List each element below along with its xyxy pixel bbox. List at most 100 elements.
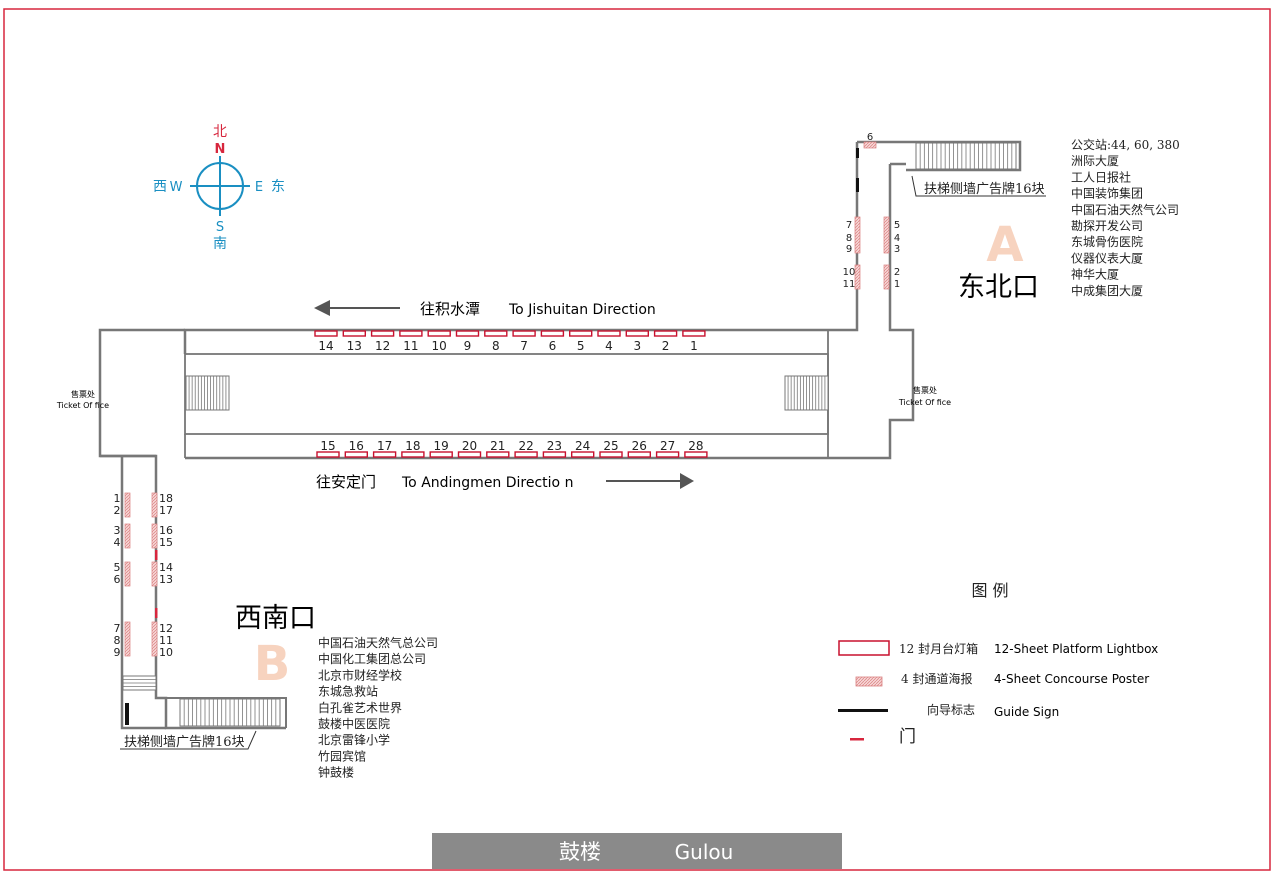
lightbox-number: 1 — [690, 339, 698, 353]
door-marker — [155, 608, 158, 618]
platform-lightbox — [597, 330, 621, 337]
poster-number: 5 — [114, 561, 121, 574]
platform-lightbox — [457, 451, 482, 458]
lightbox-number: 18 — [405, 439, 420, 453]
escalator-b — [179, 698, 281, 727]
arrowhead-right-icon — [680, 473, 694, 489]
doors — [155, 550, 158, 618]
lightbox-number: 10 — [432, 339, 447, 353]
lightbox-number: 3 — [633, 339, 641, 353]
lightbox-number: 4 — [605, 339, 613, 353]
nearby-place: 工人日报社 — [1071, 169, 1131, 184]
escalator-label-b: 扶梯侧墙广告牌16块 — [124, 734, 245, 750]
lightbox-number: 7 — [520, 339, 528, 353]
lightbox-number: 11 — [403, 339, 418, 353]
lightbox-number: 21 — [490, 439, 505, 453]
ticket-office-en: Ticket Of fice — [898, 398, 951, 407]
platform-lightbox — [653, 330, 678, 337]
lightbox-number: 9 — [464, 339, 472, 353]
lightbox-number: 5 — [577, 339, 585, 353]
poster-number: 9 — [846, 244, 852, 255]
poster-number: 7 — [846, 220, 852, 231]
exit-b-name: 西南口 — [235, 603, 316, 634]
nearby-place: 神华大厦 — [1071, 268, 1119, 282]
legend-door-cn: 门 — [899, 727, 916, 747]
poster-number: 10 — [159, 646, 173, 659]
nearby-place: 洲际大厦 — [1071, 154, 1119, 168]
platform-lightbox — [429, 451, 453, 458]
legend-lightbox-en: 12-Sheet Platform Lightbox — [994, 642, 1158, 656]
station-name-en: Gulou — [675, 840, 734, 864]
poster-number: 7 — [114, 622, 121, 635]
lightbox-number: 15 — [320, 439, 335, 453]
poster-number: 4 — [114, 536, 121, 549]
platform-lightbox — [655, 451, 680, 458]
exit-a: A 东北口 公交站:44, 60, 380洲际大厦工人日报社中国装饰集团中国石油… — [958, 137, 1180, 303]
ticket-office-cn: 售票处 — [913, 385, 937, 395]
lightbox-number: 8 — [492, 339, 500, 353]
guide-sign — [856, 148, 859, 158]
nearby-place: 仪器仪表大厦 — [1071, 251, 1143, 265]
lightbox-number: 2 — [662, 339, 670, 353]
concourse-poster — [151, 561, 158, 587]
compass: 北 N S 南 西 W E 东 — [153, 124, 285, 252]
nearby-place: 东城急救站 — [318, 684, 378, 699]
platform-lightbox — [372, 451, 397, 458]
nearby-place: 钟鼓楼 — [318, 765, 354, 780]
platform-lightbox — [370, 330, 395, 337]
poster-number: 3 — [894, 244, 900, 255]
lightbox-number: 20 — [462, 439, 477, 453]
exit-a-letter: A — [986, 217, 1023, 273]
lightbox-number: 27 — [660, 439, 675, 453]
poster-number: 11 — [843, 279, 856, 290]
direction-east: 往安定门 To Andingmen Directio n — [316, 473, 694, 491]
legend-title: 图 例 — [971, 581, 1008, 600]
platform-lightbox — [569, 330, 593, 337]
station-name-cn: 鼓楼 — [559, 840, 601, 864]
concourse-poster — [124, 523, 131, 549]
legend-door-symbol — [850, 738, 864, 741]
escalator-label-a: 扶梯侧墙广告牌16块 — [924, 181, 1045, 197]
poster-number: 17 — [159, 504, 173, 517]
platform-lightbox — [316, 451, 340, 458]
nearby-place: 鼓楼中医医院 — [318, 716, 390, 731]
lightbox-number: 22 — [518, 439, 533, 453]
concourse-poster — [151, 492, 158, 518]
poster-number: 14 — [159, 561, 173, 574]
concourse-poster — [863, 141, 877, 149]
exit-b-escalator-label: 扶梯侧墙广告牌16块 — [120, 730, 257, 750]
platform-lightbox — [399, 330, 423, 337]
platform-lightbox — [344, 451, 368, 458]
exit-b: B 西南口 中国石油天然气总公司中国化工集团总公司北京市财经学校东城急救站白孔雀… — [235, 603, 438, 780]
station-walls — [98, 140, 1022, 730]
lightbox-number: 12 — [375, 339, 390, 353]
direction-east-en: To Andingmen Directio n — [401, 475, 573, 491]
platform-lightbox — [540, 330, 565, 337]
poster-number: 2 — [894, 267, 900, 278]
poster-number: 9 — [114, 646, 121, 659]
lightbox-number: 24 — [575, 439, 590, 453]
platform-lightbox — [401, 451, 425, 458]
concourse-poster — [151, 621, 158, 657]
poster-number: 4 — [894, 233, 900, 244]
nearby-place: 中国装饰集团 — [1071, 186, 1143, 201]
platform-lightbox — [571, 451, 595, 458]
nearby-place: 东城骨伤医院 — [1071, 235, 1143, 249]
lightbox-number: 16 — [349, 439, 364, 453]
platform-lightbox — [514, 451, 538, 458]
map-frame — [3, 8, 1271, 871]
poster-number: 6 — [114, 573, 121, 586]
ticket-office-west: 售票处 Ticket Of fice — [56, 389, 109, 410]
legend: 图 例 12 封月台灯箱 12-Sheet Platform Lightbox … — [838, 581, 1158, 747]
poster-number: 1 — [114, 492, 121, 505]
poster-number: 1 — [894, 279, 900, 290]
poster-number: 18 — [159, 492, 173, 505]
legend-poster-symbol — [855, 676, 883, 687]
station-banner: 鼓楼 Gulou — [432, 833, 842, 869]
guide-sign — [125, 703, 129, 725]
platform-lightbox — [342, 330, 366, 337]
